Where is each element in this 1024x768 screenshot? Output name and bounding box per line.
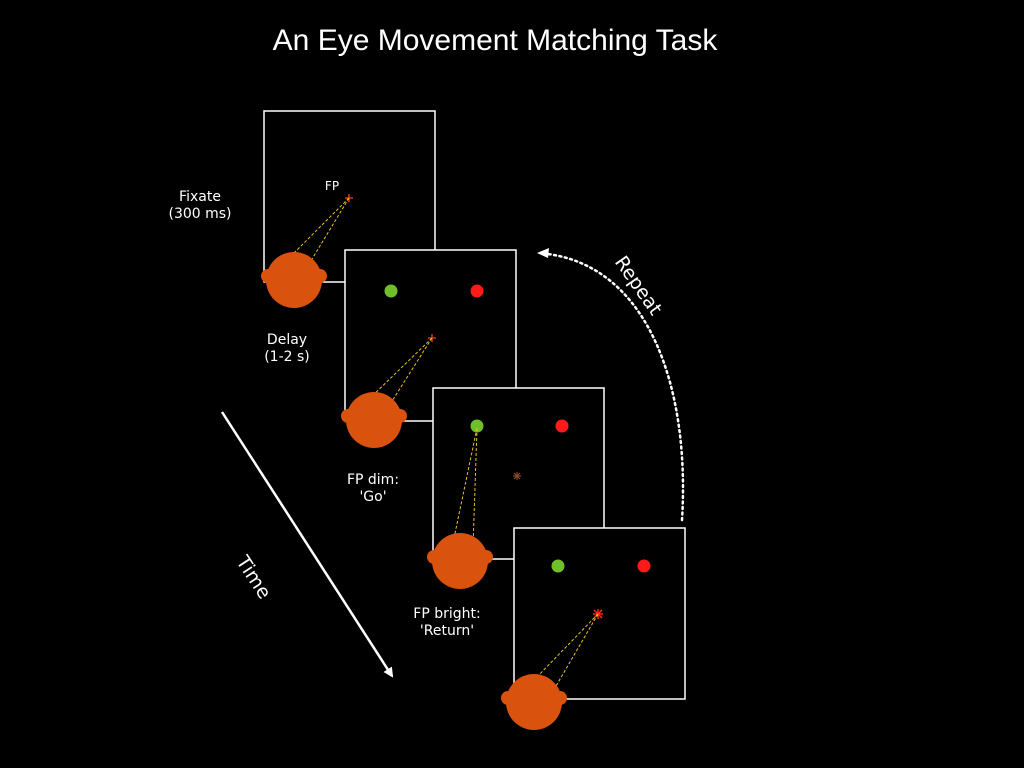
stage-label-delay: Delay (1-2 s) <box>247 332 327 366</box>
slide-title: An Eye Movement Matching Task <box>272 24 718 57</box>
green-target <box>470 419 484 433</box>
frame-fixate: FP <box>261 110 436 308</box>
repeat-arrow <box>546 252 685 522</box>
dim-fixation-point <box>513 472 521 480</box>
frame-fp-bright <box>501 527 686 730</box>
stage-label-line: 'Go' <box>359 489 387 505</box>
red-target <box>555 419 569 433</box>
stage-label-line: FP dim: <box>346 472 400 488</box>
head-icon <box>341 392 407 448</box>
green-target <box>384 284 398 298</box>
stage-label-fixate: Fixate (300 ms) <box>160 189 240 223</box>
stage-label-line: Delay <box>266 332 308 348</box>
time-arrow <box>220 411 394 678</box>
stage-label-line: FP bright: <box>413 606 481 622</box>
stage-label-fp-dim: FP dim: 'Go' <box>333 472 413 506</box>
red-target <box>637 559 651 573</box>
gaze-lines <box>452 427 478 548</box>
stage-label-line: (300 ms) <box>168 206 232 222</box>
head-icon <box>501 674 567 730</box>
head-icon <box>261 252 327 308</box>
repeat-arrowhead <box>537 248 549 258</box>
head-icon <box>427 533 493 589</box>
stage-label-line: 'Return' <box>419 623 475 639</box>
stage-label-fp-bright: FP bright: 'Return' <box>402 606 492 640</box>
stage-label-line: Fixate <box>179 189 221 205</box>
fp-label: FP <box>325 179 339 193</box>
gaze-lines <box>535 613 599 687</box>
stage-label-line: (1-2 s) <box>264 349 310 365</box>
red-target <box>470 284 484 298</box>
green-target <box>551 559 565 573</box>
